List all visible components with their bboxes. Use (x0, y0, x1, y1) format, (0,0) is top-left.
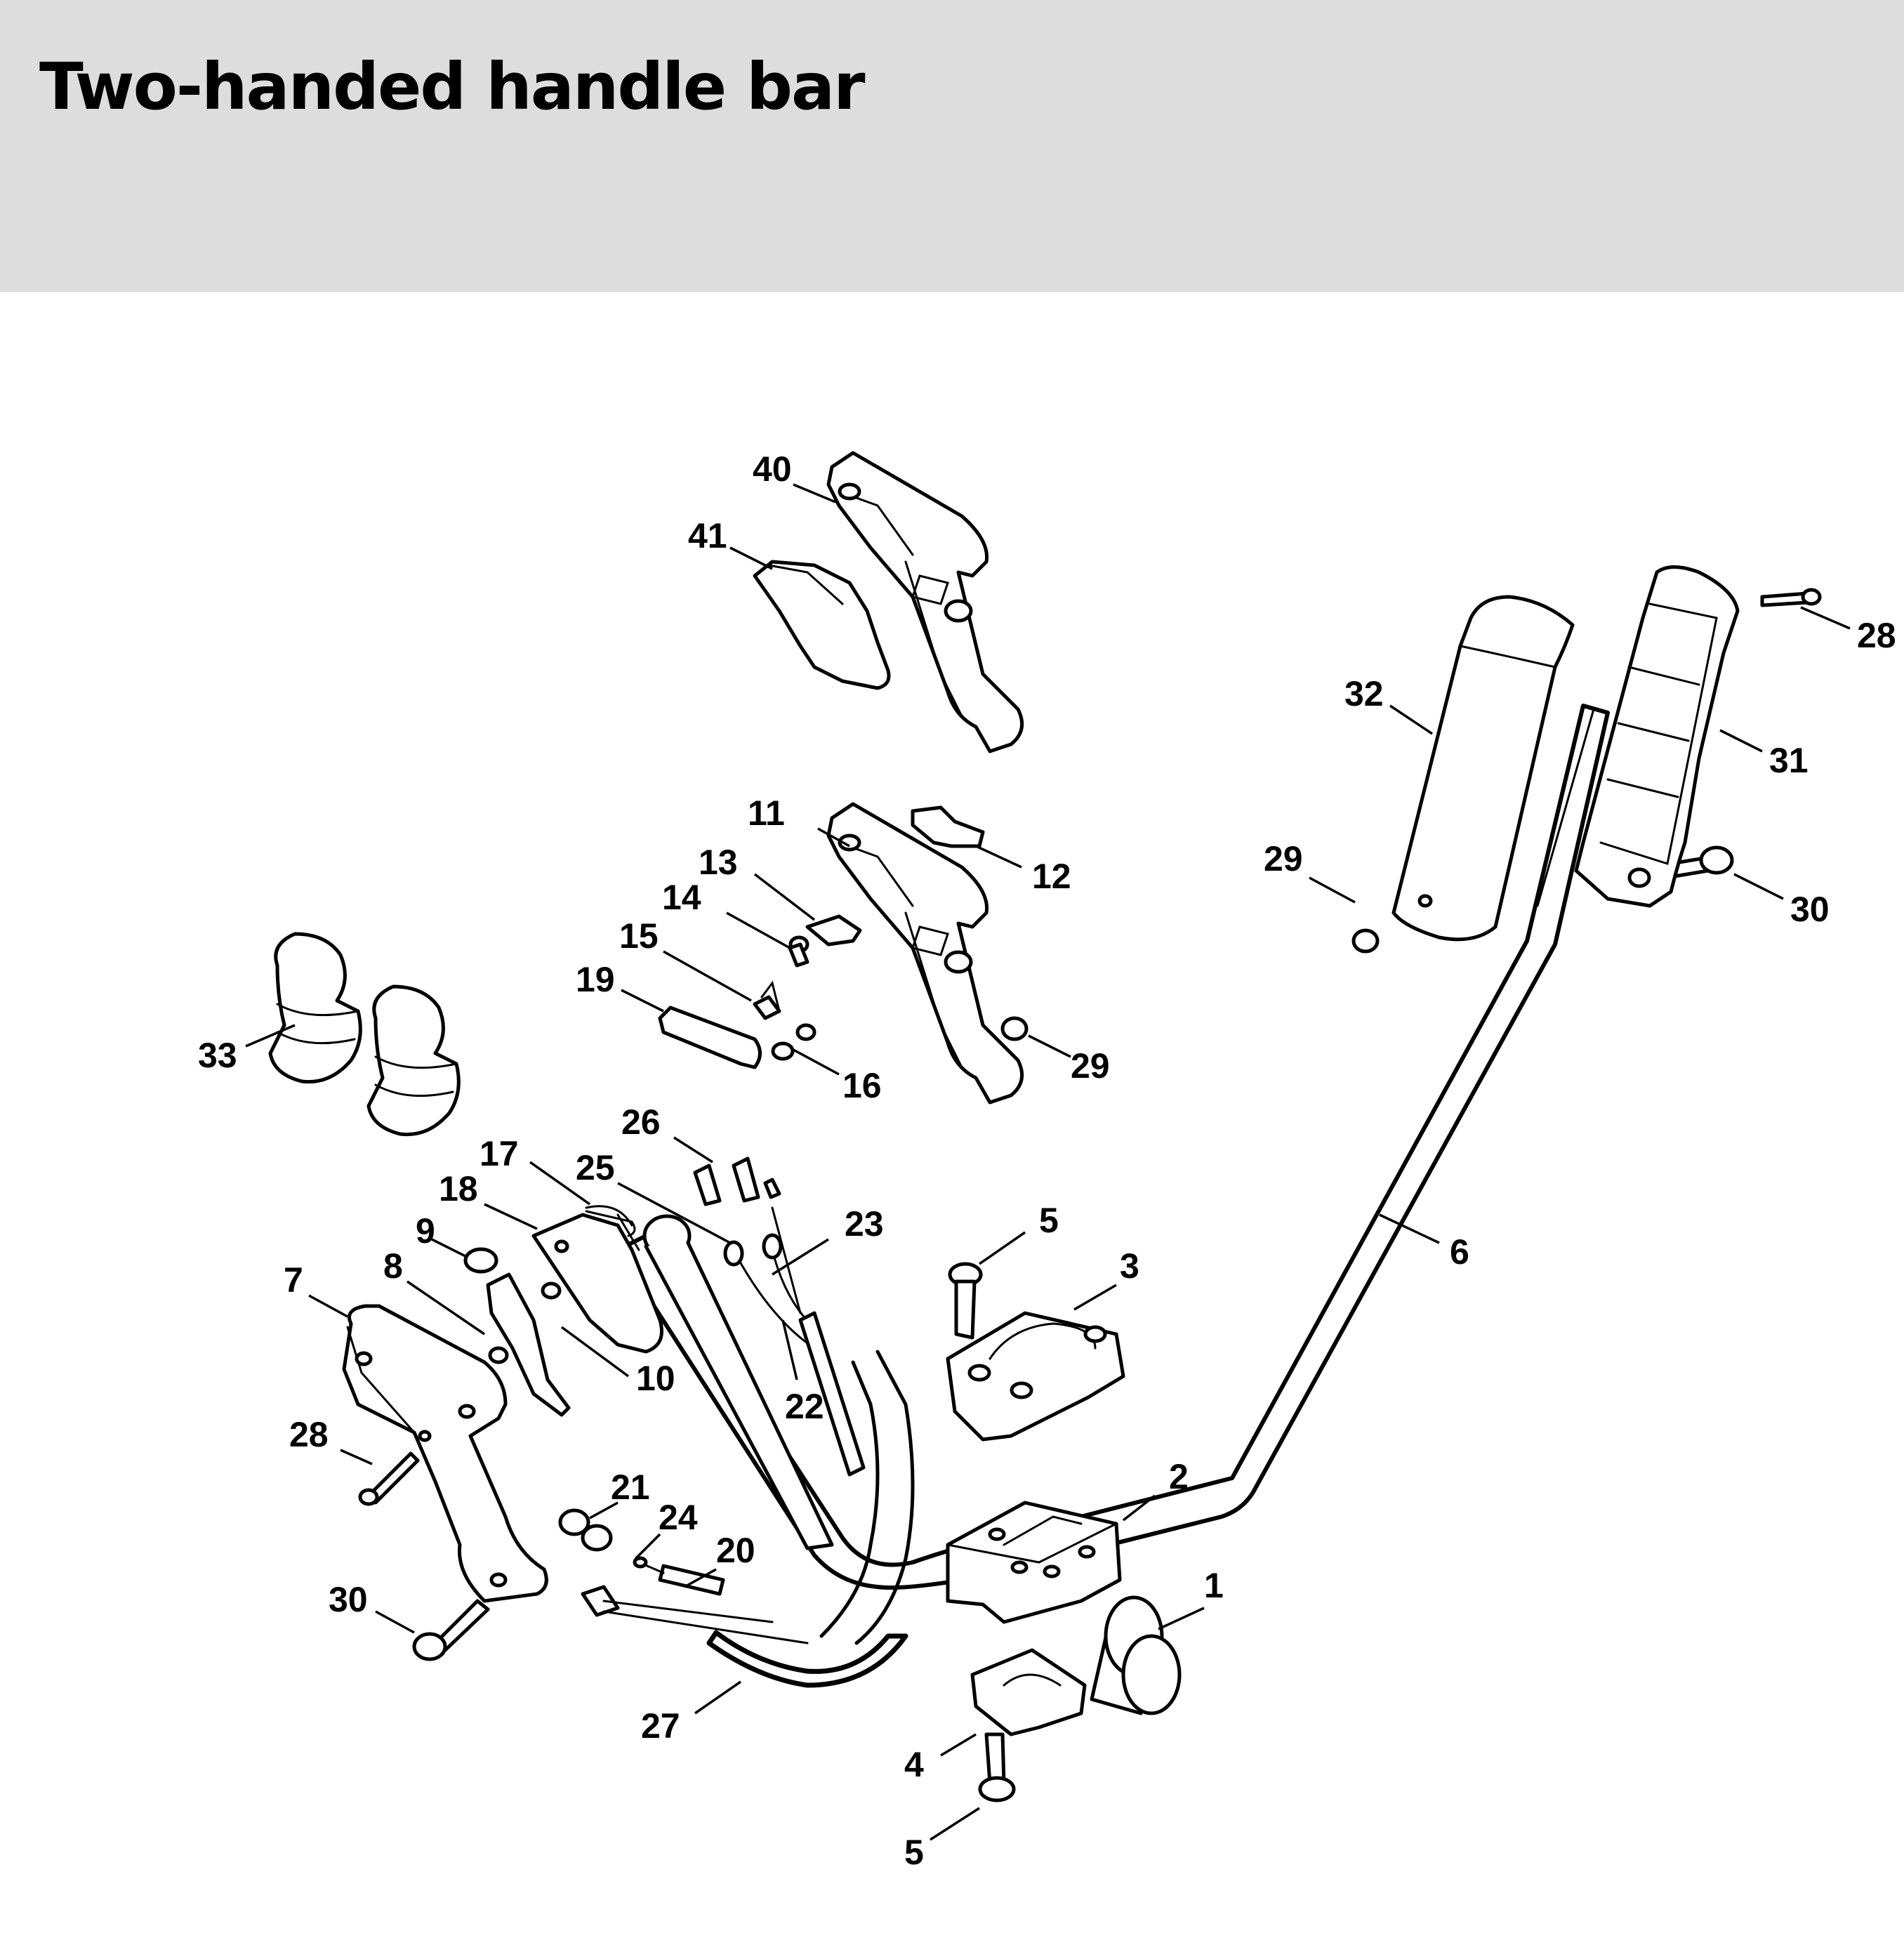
header-band (0, 0, 1904, 292)
callout-40: 40 (753, 449, 792, 489)
callout-20: 20 (716, 1531, 755, 1570)
callout-17: 17 (480, 1134, 519, 1173)
callout-15: 15 (619, 916, 659, 956)
wires (693, 1156, 866, 1477)
cable-ends (581, 1556, 809, 1644)
handle-cover (1574, 565, 1740, 908)
trigger (486, 1272, 571, 1417)
bolt-30-right (1669, 845, 1734, 878)
callout-28-left: 28 (289, 1415, 329, 1454)
callout-13: 13 (699, 843, 738, 882)
handle-insert-41 (753, 560, 891, 690)
clamp-bracket (970, 1648, 1087, 1736)
callout-28-right: 28 (1857, 616, 1896, 655)
callout-10: 10 (636, 1359, 675, 1398)
callout-33: 33 (198, 1036, 237, 1075)
handle-body-40 (826, 451, 1024, 753)
page-title: Two-handed handle bar (39, 49, 865, 124)
callout-21: 21 (611, 1468, 650, 1507)
callout-25: 25 (576, 1148, 615, 1187)
handle-grip (1391, 595, 1575, 942)
contact-spring (585, 1210, 640, 1251)
callout-5-lower: 5 (904, 1833, 924, 1872)
bolt-30-left (412, 1599, 490, 1661)
corrugated-tube (706, 1630, 908, 1688)
callout-4: 4 (904, 1745, 924, 1784)
throttle-cable (642, 1214, 915, 1645)
nut-29-right (1351, 928, 1380, 954)
callout-14: 14 (662, 878, 701, 917)
callout-29-middle: 29 (1071, 1046, 1110, 1086)
screw-28-right (1760, 588, 1822, 607)
callout-19: 19 (576, 960, 615, 999)
callout-2: 2 (1169, 1457, 1189, 1496)
leader-lines (245, 483, 1851, 1841)
callout-1: 1 (1204, 1566, 1224, 1605)
callout-labels: 1 2 3 4 5 5 6 7 8 9 10 11 12 13 14 15 16… (198, 449, 1896, 1872)
interlock-lever (463, 1247, 509, 1364)
switch-shaft (531, 1213, 663, 1354)
callout-18: 18 (439, 1169, 478, 1208)
star-knob (911, 805, 985, 848)
spring-15 (753, 980, 781, 1020)
screw-5-upper (948, 1262, 983, 1340)
callout-16: 16 (842, 1066, 882, 1105)
spring (585, 1205, 633, 1227)
callout-6: 6 (1450, 1232, 1469, 1272)
clamp-upper (946, 1501, 1122, 1624)
button-19 (658, 1006, 762, 1069)
callout-26: 26 (621, 1102, 661, 1142)
screw-14 (788, 935, 809, 968)
callout-32: 32 (1344, 674, 1384, 713)
trigger-housing (342, 1304, 548, 1603)
nuts (558, 1508, 613, 1552)
callout-31: 31 (1769, 741, 1809, 780)
callout-30-right: 30 (1790, 890, 1830, 929)
callout-11: 11 (748, 793, 785, 833)
callout-22: 22 (785, 1387, 824, 1426)
callout-3: 3 (1120, 1246, 1139, 1286)
callout-5-upper: 5 (1039, 1201, 1059, 1240)
callout-23: 23 (845, 1204, 884, 1244)
sleeve (1090, 1595, 1182, 1715)
screw-28-left (358, 1451, 420, 1506)
screw-5-lower (978, 1732, 1016, 1802)
callout-9: 9 (416, 1211, 435, 1251)
clamp-lower (946, 1311, 1125, 1442)
callout-7: 7 (284, 1260, 303, 1300)
callout-29-right: 29 (1264, 839, 1303, 878)
slide (805, 914, 862, 947)
callout-8: 8 (383, 1246, 403, 1286)
screw-16 (771, 1023, 817, 1061)
handle-bar-tube (616, 704, 1610, 1590)
callout-24: 24 (659, 1498, 698, 1537)
callout-12: 12 (1032, 857, 1071, 896)
clip-clamps (268, 932, 461, 1137)
callout-41: 41 (688, 516, 727, 555)
callout-30-left: 30 (329, 1580, 368, 1619)
nut-29-middle (1000, 1016, 1029, 1041)
handle-body-11 (826, 802, 1024, 1105)
callout-27: 27 (641, 1706, 680, 1746)
